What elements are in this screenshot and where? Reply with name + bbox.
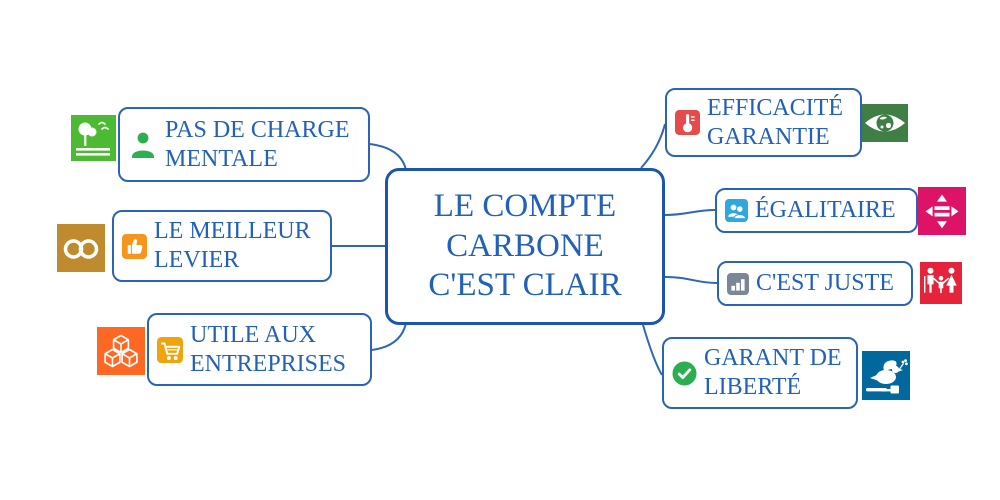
center-line-3: C'EST CLAIR <box>428 267 622 304</box>
node-label: PAS DE CHARGE MENTALE <box>165 116 350 172</box>
node-efficacite-garantie[interactable]: EFFICACITÉ GARANTIE <box>665 88 862 157</box>
check-icon <box>672 361 697 386</box>
node-egalitaire[interactable]: ÉGALITAIRE <box>715 188 918 233</box>
sdg-infinity-consumption-icon <box>57 224 105 272</box>
center-node-label: LE COMPTE CARBONE C'EST CLAIR <box>388 187 662 306</box>
node-label: ÉGALITAIRE <box>755 197 896 224</box>
shopping-cart-icon <box>157 336 183 363</box>
connector-cest-juste <box>664 276 718 284</box>
sdg-peace-dove-icon <box>862 351 910 400</box>
thumbs-up-icon <box>122 233 147 259</box>
person-icon <box>128 129 158 161</box>
node-label: UTILE AUX ENTREPRISES <box>190 321 347 377</box>
sdg-equality-arrows-icon <box>918 187 966 235</box>
thermometer-icon <box>675 110 700 135</box>
center-node[interactable]: LE COMPTE CARBONE C'EST CLAIR <box>385 168 665 325</box>
center-line-2: CARBONE <box>446 227 604 264</box>
node-utile-aux-entreprises[interactable]: UTILE AUX ENTREPRISES <box>147 313 372 386</box>
node-label: EFFICACITÉ GARANTIE <box>707 94 844 150</box>
node-pas-de-charge-mentale[interactable]: PAS DE CHARGE MENTALE <box>118 107 370 182</box>
sdg-industry-cubes-icon <box>97 327 145 375</box>
connector-garant-liberte <box>642 324 663 376</box>
users-icon <box>725 199 748 222</box>
connector-egalitaire <box>664 209 716 216</box>
node-garant-de-liberte[interactable]: GARANT DE LIBERTÉ <box>662 337 858 409</box>
center-line-1: LE COMPTE <box>433 188 617 225</box>
node-label: GARANT DE LIBERTÉ <box>704 345 842 400</box>
connector-pas-de-charge <box>369 143 407 171</box>
node-le-meilleur-levier[interactable]: LE MEILLEUR LEVIER <box>112 210 332 282</box>
bar-chart-icon <box>727 272 749 295</box>
sdg-family-icon <box>920 262 962 304</box>
sdg-life-on-land-icon <box>71 115 116 161</box>
sdg-climate-eye-icon <box>862 104 908 142</box>
node-label: C'EST JUSTE <box>756 270 894 297</box>
connector-utile-entreprises <box>371 322 407 351</box>
node-label: LE MEILLEUR LEVIER <box>154 218 311 273</box>
node-cest-juste[interactable]: C'EST JUSTE <box>717 261 913 306</box>
connector-efficacite <box>640 123 666 169</box>
